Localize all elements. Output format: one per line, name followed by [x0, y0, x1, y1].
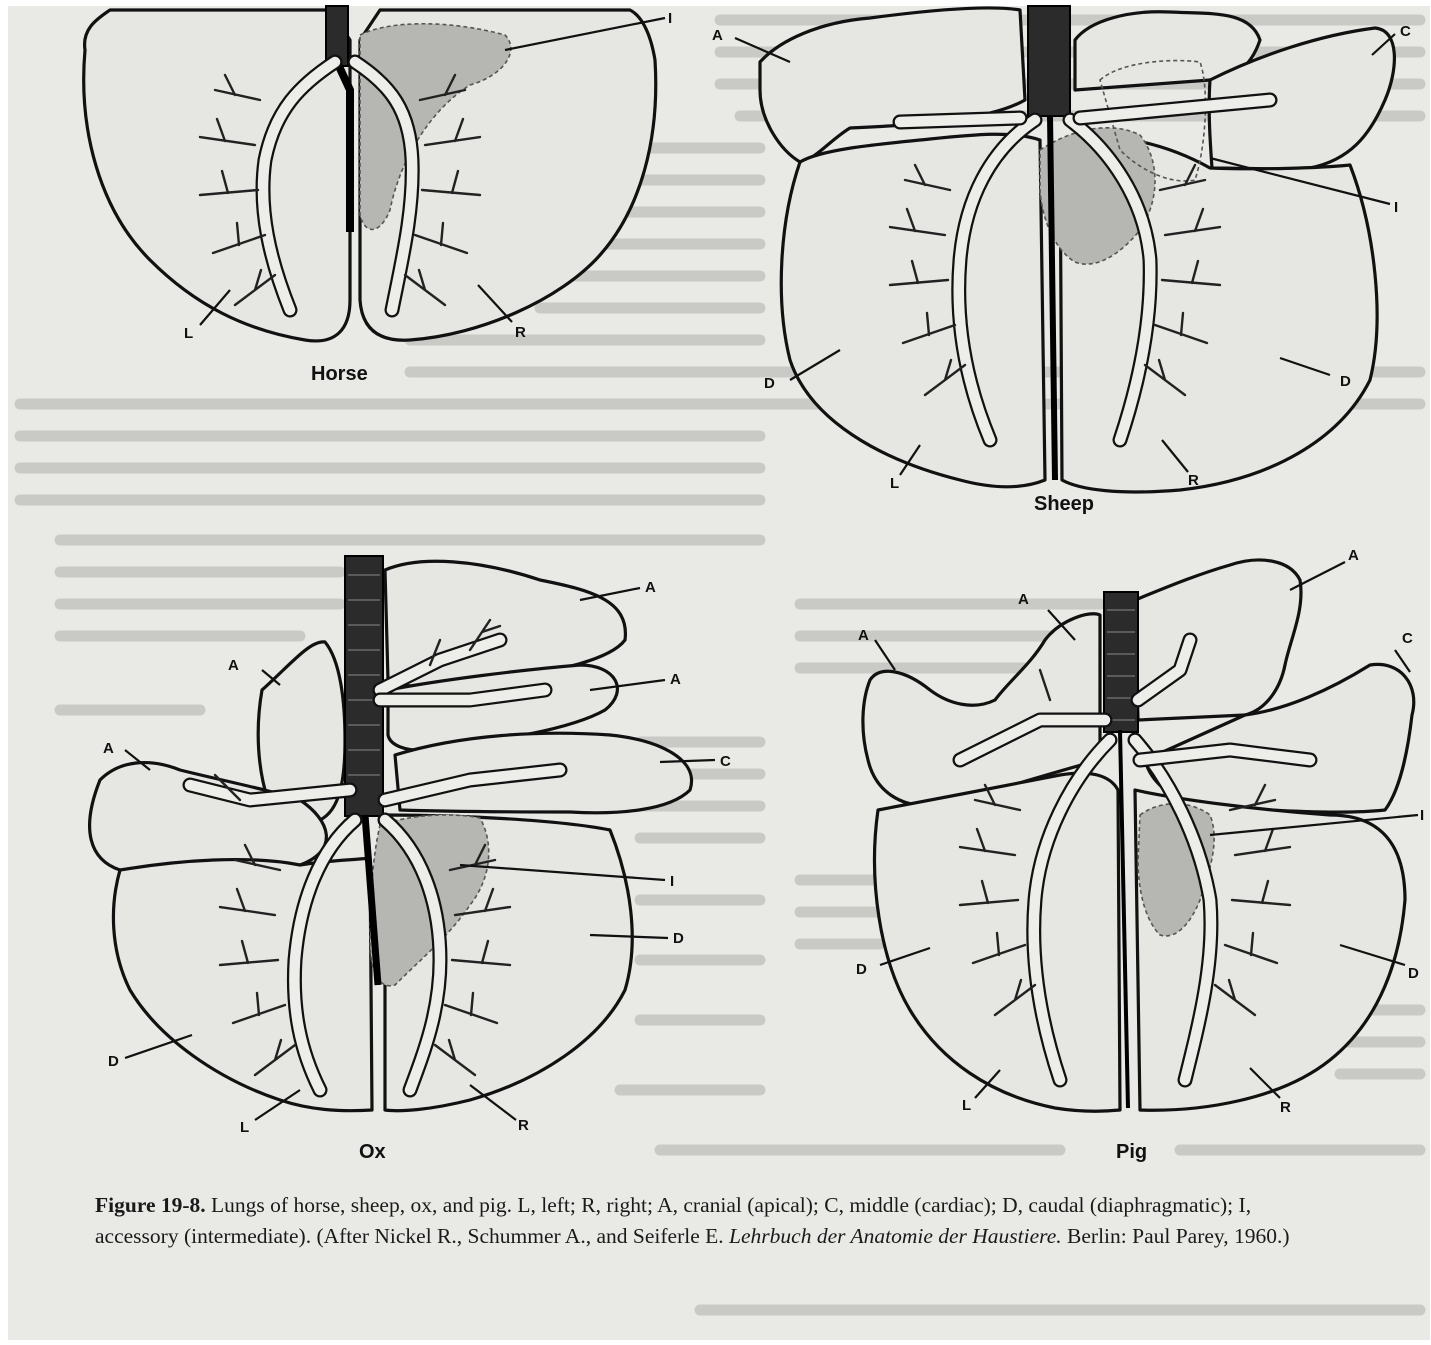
- ox-label-d-left: D: [108, 1053, 119, 1070]
- pig-label-l: L: [962, 1097, 971, 1114]
- ox-label-r: R: [518, 1117, 529, 1134]
- horse-label-r: R: [515, 324, 526, 341]
- ox-label-a-left: A: [228, 657, 239, 674]
- ox-label-l: L: [240, 1119, 249, 1136]
- ox-label-c: C: [720, 753, 731, 770]
- caption-publisher: Berlin: Paul Parey, 1960.): [1062, 1224, 1290, 1248]
- pig-label-a-mid: A: [1018, 591, 1029, 608]
- pig-label-d-right: D: [1408, 965, 1419, 982]
- ox-label-a-top: A: [645, 579, 656, 596]
- figure-number: Figure 19-8.: [95, 1193, 206, 1217]
- pig-trachea: [1104, 592, 1138, 732]
- sheep-left-lung: [781, 134, 1045, 487]
- ox-lung-panel: A A A A C I D D L R Ox: [90, 556, 731, 1163]
- sheep-label-c: C: [1400, 23, 1411, 40]
- pig-label-r: R: [1280, 1099, 1291, 1116]
- figure-caption: Figure 19-8. Lungs of horse, sheep, ox, …: [95, 1190, 1335, 1252]
- pig-right-cranial-lobe: [1135, 560, 1301, 720]
- ox-label-d-right: D: [673, 930, 684, 947]
- pig-label-i: I: [1420, 807, 1424, 824]
- sheep-lung-panel: A C I D D L R Sheep: [712, 6, 1411, 515]
- sheep-label-i: I: [1394, 199, 1398, 216]
- ox-left-lung: [113, 858, 372, 1111]
- horse-lung-panel: I L R Horse: [84, 6, 672, 385]
- ox-title: Ox: [359, 1141, 386, 1163]
- sheep-trachea: [1028, 6, 1070, 116]
- horse-left-lung: [84, 10, 350, 341]
- ox-label-a-right: A: [670, 671, 681, 688]
- sheep-label-l: L: [890, 475, 899, 492]
- pig-label-a-left: A: [858, 627, 869, 644]
- sheep-title: Sheep: [1034, 493, 1094, 515]
- ox-label-i: I: [670, 873, 674, 890]
- horse-label-i: I: [668, 10, 672, 27]
- sheep-label-a: A: [712, 27, 723, 44]
- horse-title: Horse: [311, 363, 368, 385]
- sheep-label-d-left: D: [764, 375, 775, 392]
- caption-book-title: Lehrbuch der Anatomie der Haustiere.: [729, 1224, 1062, 1248]
- pig-label-c: C: [1402, 630, 1413, 647]
- pig-label-a-right: A: [1348, 547, 1359, 564]
- pig-title: Pig: [1116, 1141, 1147, 1163]
- ox-label-a-far-left: A: [103, 740, 114, 757]
- pig-label-d-left: D: [856, 961, 867, 978]
- sheep-label-r: R: [1188, 472, 1199, 489]
- sheep-label-d-right: D: [1340, 373, 1351, 390]
- horse-label-l: L: [184, 325, 193, 342]
